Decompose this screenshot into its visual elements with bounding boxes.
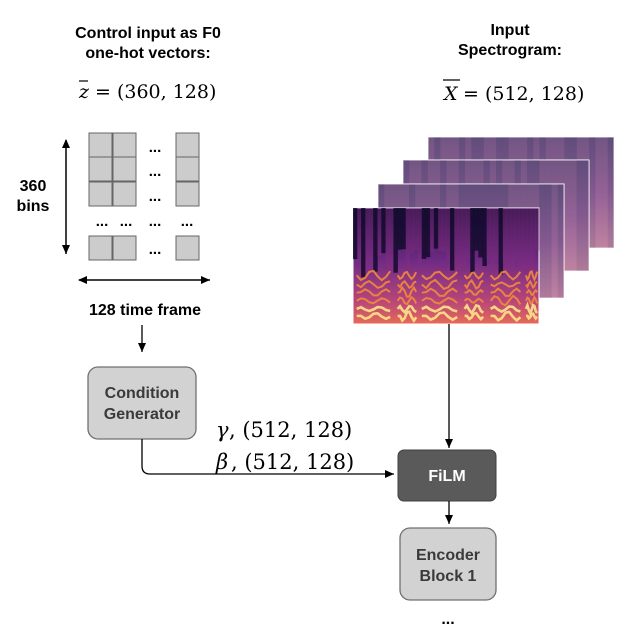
right-title-line2: Spectrogram: — [458, 42, 562, 59]
spectrogram-stack — [352, 136, 615, 325]
right-shape-formula: X = (512, 128) — [442, 79, 584, 105]
right-title-line1: Input — [490, 22, 530, 39]
gamma-symbol: γ — [216, 418, 229, 442]
grid-cell — [175, 181, 200, 207]
gamma-value: , (512, 128) — [229, 418, 352, 442]
right-shape-value: = (512, 128) — [463, 83, 584, 105]
grid-cell — [175, 132, 200, 158]
beta-value: , (512, 128) — [231, 450, 354, 474]
grid-cell — [88, 181, 113, 207]
grid-ellipsis: ... — [149, 213, 162, 230]
left-shape-value: = (360, 128) — [95, 81, 216, 103]
film-label: FiLM — [428, 468, 465, 485]
grid-ellipsis: ... — [149, 188, 162, 205]
grid-ellipsis: ... — [149, 139, 162, 156]
left-title-line1: Control input as F0 — [75, 25, 221, 42]
condition-generator-box — [87, 366, 197, 440]
gamma-label: γ , (512, 128) — [216, 418, 352, 442]
grid-cell — [112, 156, 137, 182]
one-hot-grid: ........................ — [88, 132, 200, 261]
beta-label: β , (512, 128) — [215, 450, 354, 474]
generator-to-film-arrow — [141, 439, 394, 478]
bins-unit: bins — [17, 198, 50, 215]
grid-ellipsis: ... — [96, 213, 109, 230]
grid-cell — [112, 235, 137, 261]
condition-generator-line2: Generator — [104, 406, 180, 423]
grid-ellipsis: ... — [120, 213, 133, 230]
condition-generator-line1: Condition — [105, 385, 180, 402]
film-box — [397, 449, 497, 502]
beta-symbol: β — [215, 450, 228, 474]
encoder-block-line1: Encoder — [416, 547, 480, 564]
grid-cell — [112, 132, 137, 158]
spectrogram-front — [352, 207, 540, 325]
grid-cell — [88, 156, 113, 182]
grid-cell — [88, 235, 113, 261]
left-title-line2: one-hot vectors: — [85, 45, 210, 62]
grid-cell — [88, 132, 113, 158]
time-label: 128 time frame — [89, 302, 201, 319]
grid-ellipsis: ... — [149, 163, 162, 180]
grid-cell — [112, 181, 137, 207]
grid-ellipsis: ... — [149, 241, 162, 258]
grid-cell — [175, 156, 200, 182]
encoder-block-box — [399, 527, 497, 601]
left-shape-formula: z = (360, 128) — [78, 80, 216, 103]
bottom-ellipsis: ... — [441, 611, 454, 628]
right-shape-var: X — [442, 83, 459, 105]
left-shape-var: z — [78, 81, 90, 103]
bins-number: 360 — [20, 178, 47, 195]
grid-ellipsis: ... — [181, 213, 194, 230]
encoder-block-line2: Block 1 — [420, 568, 477, 585]
grid-cell — [175, 235, 200, 261]
